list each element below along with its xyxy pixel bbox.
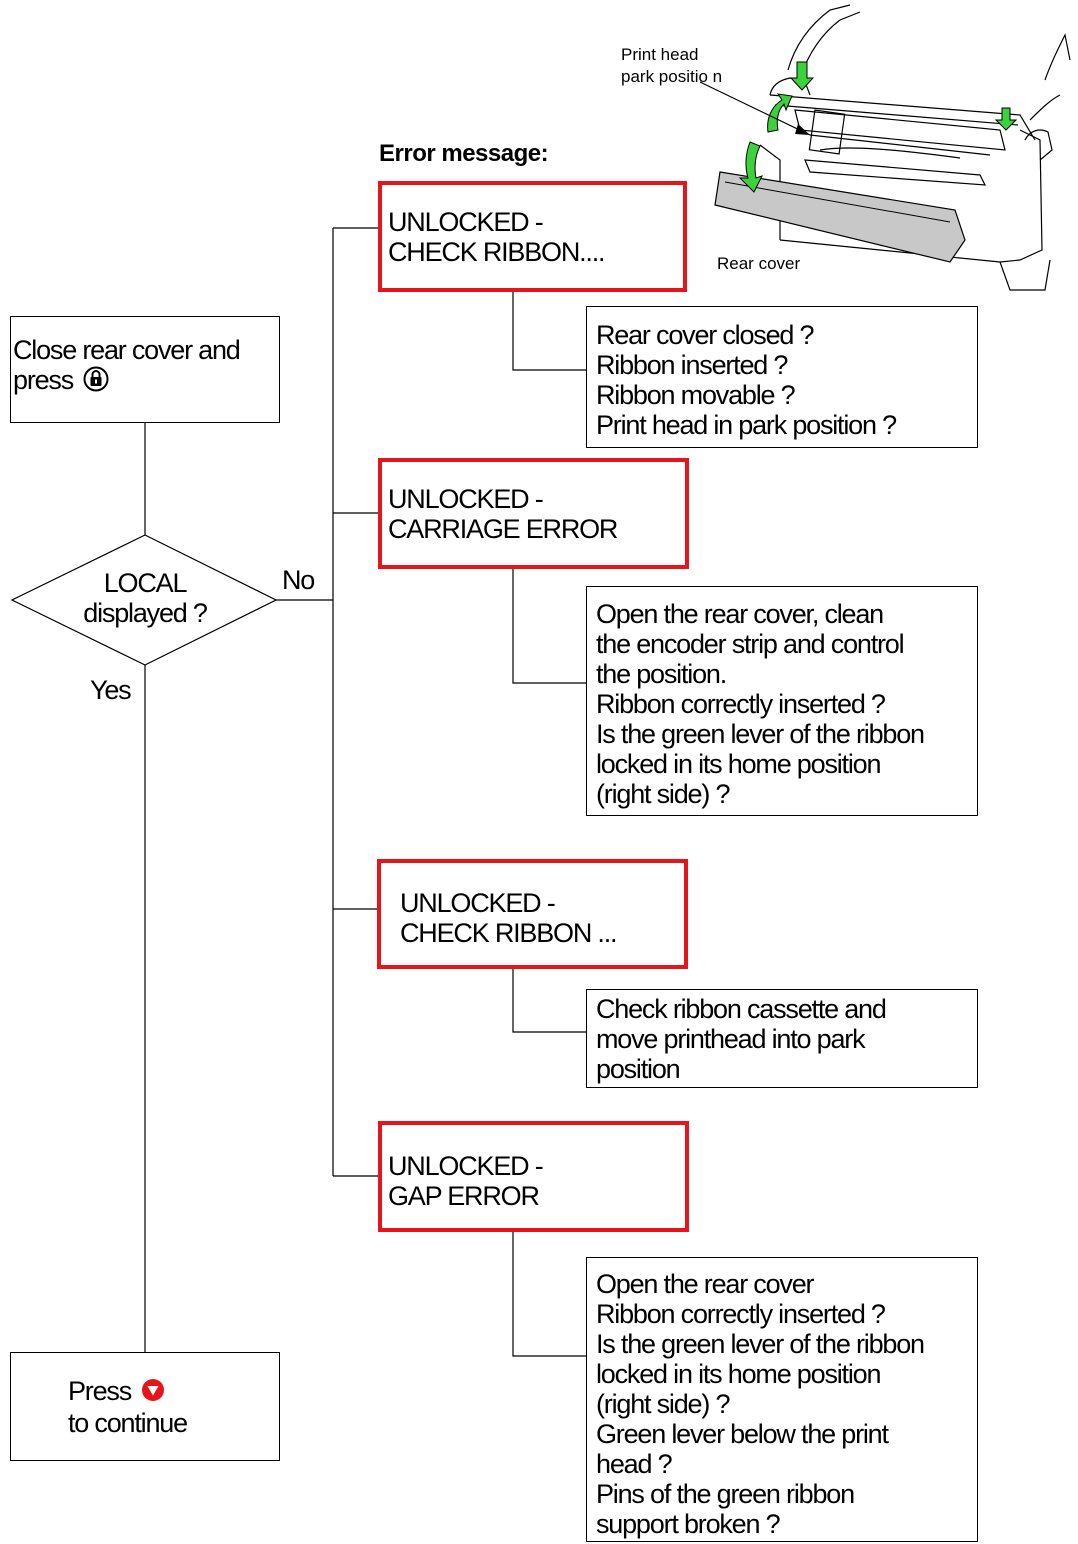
check-line: locked in its home position (596, 1359, 881, 1389)
error-line1: UNLOCKED - (388, 1151, 544, 1181)
check-box-2: Open the rear cover, clean the encoder s… (586, 586, 978, 816)
no-label: No (282, 565, 315, 595)
check-line: Print head in park position ? (596, 410, 897, 440)
check-line: support broken ? (596, 1509, 781, 1539)
decision-diamond (10, 534, 278, 666)
check-line: Ribbon correctly inserted ? (596, 689, 886, 719)
down-triangle-button-icon (141, 1378, 165, 1408)
error-line1: UNLOCKED - (388, 484, 544, 514)
error-line2: CARRIAGE ERROR (388, 514, 618, 544)
check-line: Ribbon correctly inserted ? (596, 1299, 886, 1329)
start-box: Close rear cover and press (10, 316, 280, 423)
rear-cover-label: Rear cover (717, 254, 801, 273)
printer-illustration (700, 4, 1071, 291)
check-line: Open the rear cover, clean (596, 599, 884, 629)
check-line: locked in its home position (596, 749, 881, 779)
start-box-line2: press (13, 365, 74, 395)
error-line2: CHECK RIBBON.... (388, 237, 606, 267)
start-box-line1: Close rear cover and (13, 335, 241, 365)
end-box: Press to continue (10, 1352, 280, 1461)
error-line1: UNLOCKED - (388, 207, 544, 237)
check-box-1: Rear cover closed ? Ribbon inserted ? Ri… (586, 306, 978, 448)
check-line: Ribbon inserted ? (596, 350, 788, 380)
check-line: (right side) ? (596, 1389, 730, 1419)
decision-line2: displayed ? (83, 598, 208, 628)
green-arrow-down-left (789, 61, 815, 91)
check-box-4: Open the rear cover Ribbon correctly ins… (586, 1257, 978, 1542)
check-line: Is the green lever of the ribbon (596, 1329, 925, 1359)
error-box-carriage-error: UNLOCKED - CARRIAGE ERROR (378, 458, 689, 569)
green-arrow-curved-2 (738, 141, 763, 193)
error-box-gap-error: UNLOCKED - GAP ERROR (378, 1121, 689, 1232)
check-line: Is the green lever of the ribbon (596, 719, 925, 749)
check-line: head ? (596, 1449, 673, 1479)
check-line: Rear cover closed ? (596, 320, 815, 350)
rear-cover-shape (714, 171, 966, 263)
error-line2: CHECK RIBBON ... (400, 918, 618, 948)
green-arrow-curved-1 (767, 93, 793, 133)
check-line: Open the rear cover (596, 1269, 815, 1299)
check-line: Check ribbon cassette and (596, 994, 887, 1024)
decision-line1: LOCAL (103, 568, 188, 598)
check-line: Pins of the green ribbon (596, 1479, 855, 1509)
error-box-check-ribbon-2: UNLOCKED - CHECK RIBBON ... (377, 859, 688, 969)
error-line2: GAP ERROR (388, 1181, 540, 1211)
yes-label: Yes (90, 675, 132, 705)
green-arrow-down-right (994, 107, 1018, 131)
check-line: (right side) ? (596, 779, 730, 809)
check-line: the position. (596, 659, 727, 689)
check-line: position (596, 1054, 681, 1084)
check-line: Ribbon movable ? (596, 380, 796, 410)
check-line: move printhead into park (596, 1024, 866, 1054)
end-box-line2: to continue (68, 1407, 188, 1438)
check-box-3: Check ribbon cassette and move printhead… (586, 989, 978, 1088)
park-label-line2: park positio n (621, 67, 723, 86)
end-box-line1: Press (68, 1376, 132, 1406)
error-message-heading: Error message: (379, 140, 549, 167)
check-line: the encoder strip and control (596, 629, 905, 659)
lock-button-icon (83, 366, 109, 398)
park-label-line1: Print head (621, 45, 699, 64)
error-box-check-ribbon-1: UNLOCKED - CHECK RIBBON.... (378, 181, 687, 292)
decision-text: LOCAL displayed ? (80, 568, 210, 628)
error-line1: UNLOCKED - (400, 888, 556, 918)
park-position-label: Print head park positio n (621, 44, 722, 88)
check-line: Green lever below the print (596, 1419, 889, 1449)
